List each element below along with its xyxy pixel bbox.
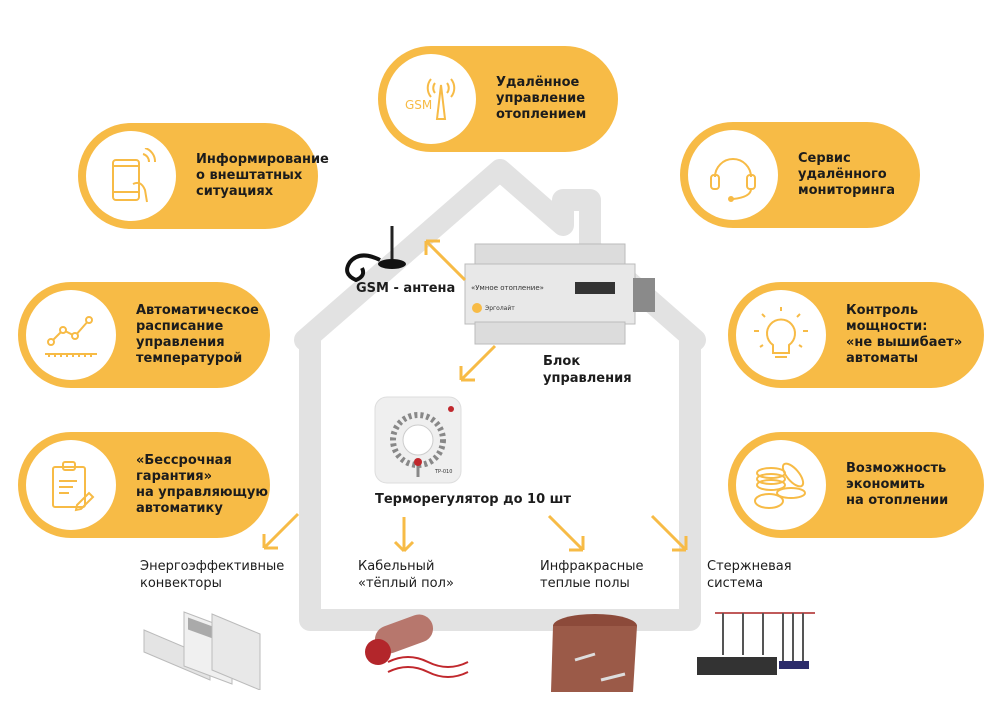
feature-label: «Бессрочная гарантия» на управляющую авт… [136, 453, 269, 516]
arrow-to-rod-system [650, 514, 688, 552]
svg-text:GSM: GSM [405, 98, 432, 112]
arrow-to-thermostat [459, 344, 497, 382]
infrared-floor-image [551, 614, 637, 692]
arrow-to-convectors [262, 512, 300, 550]
coins-icon [736, 440, 826, 530]
feature-label: Автоматическое расписание управления тем… [136, 303, 259, 366]
feature-schedule: Автоматическое расписание управления тем… [18, 282, 270, 388]
heating-convectors-label: Энергоэффективные конвекторы [140, 559, 285, 591]
thermostat-image: ТР-010 [374, 396, 462, 484]
feature-label: Сервис удалённого мониторинга [798, 151, 896, 198]
svg-text:Эрголайт: Эрголайт [485, 305, 515, 312]
feature-remote-control: GSM Удалённое управление отоплением [378, 46, 618, 152]
headset-icon [688, 130, 778, 220]
feature-power-control: Контроль мощности: «не вышибает» автомат… [728, 282, 984, 388]
gsm-antenna-icon: GSM [386, 54, 476, 144]
heating-infrared-floor-label: Инфракрасные теплые полы [540, 559, 644, 591]
rod-system-image [697, 612, 815, 675]
feature-monitoring: Сервис удалённого мониторинга [680, 122, 920, 228]
convectors-image [143, 611, 261, 690]
clipboard-pen-icon [26, 440, 116, 530]
lightbulb-icon [736, 290, 826, 380]
cable-floor-image [365, 614, 469, 678]
feature-savings: Возможность экономить на отоплении [728, 432, 984, 538]
heating-cable-floor-label: Кабельный «тёплый пол» [358, 559, 454, 591]
gsm-antenna-image [345, 226, 406, 282]
feature-label: Удалённое управление отоплением [496, 75, 587, 122]
arrow-to-infrared-floor [547, 514, 585, 552]
feature-label: Возможность экономить на отоплении [846, 461, 949, 508]
heating-rod-system-label: Стержневая система [707, 559, 792, 591]
antenna-label: GSM - антена [356, 281, 456, 296]
smartphone-hand-icon [86, 131, 176, 221]
feature-label: Информирование о внештатных ситуациях [196, 152, 329, 199]
svg-text:«Умное отопление»: «Умное отопление» [471, 284, 544, 292]
line-graph-icon [26, 290, 116, 380]
thermostat-label: Терморегулятор до 10 шт [375, 492, 572, 507]
feature-warranty: «Бессрочная гарантия» на управляющую авт… [18, 432, 270, 538]
feature-notifications: Информирование о внештатных ситуациях [78, 123, 329, 229]
arrow-to-cable-floor [393, 517, 415, 553]
control-block-image: «Умное отопление» Эрголайт [464, 243, 655, 345]
control-block-label: Блок управления [543, 354, 632, 386]
feature-label: Контроль мощности: «не вышибает» автомат… [846, 303, 963, 366]
svg-text:ТР-010: ТР-010 [434, 469, 452, 475]
arrow-to-antenna [424, 239, 467, 282]
